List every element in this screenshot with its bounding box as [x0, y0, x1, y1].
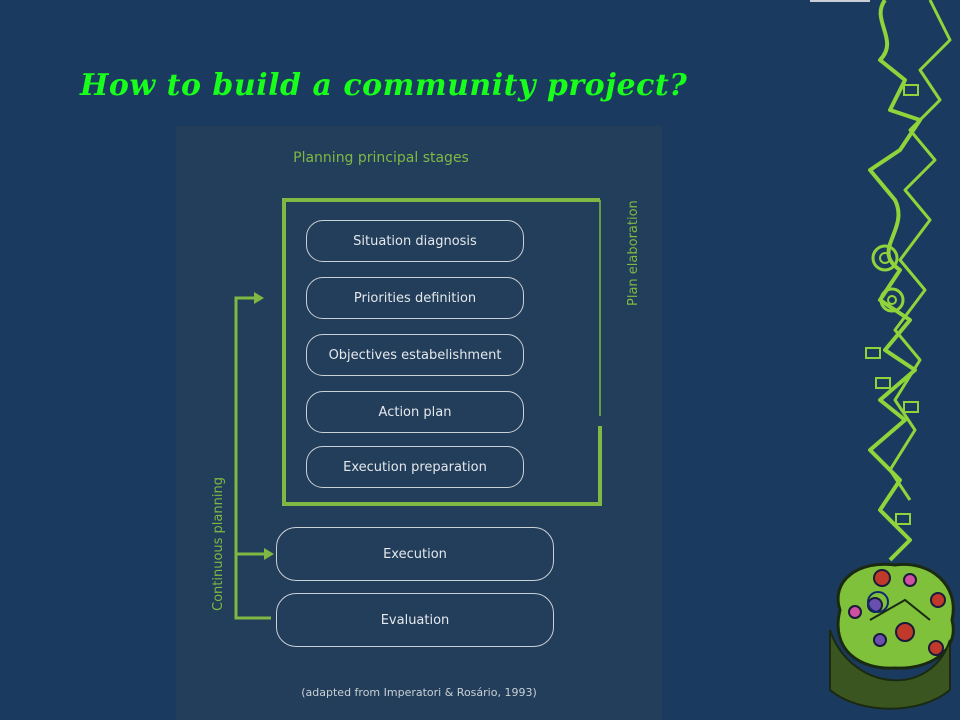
- loop-arrow-top: [254, 292, 264, 304]
- plan-frame: [282, 198, 602, 506]
- step-objectives: Objectives estabelishment: [306, 334, 524, 376]
- continuous-planning-label: Continuous planning: [211, 477, 226, 611]
- tree-icon: [829, 562, 955, 710]
- planning-diagram: Planning principal stages Situation diag…: [176, 126, 662, 720]
- step-execution-preparation: Execution preparation: [306, 446, 524, 488]
- source-citation: (adapted from Imperatori & Rosário, 1993…: [301, 686, 537, 699]
- stage-evaluation: Evaluation: [276, 593, 554, 647]
- loop-arrow-exec: [264, 548, 274, 560]
- spiral-icon: [871, 244, 899, 272]
- plan-elaboration-label: Plan elaboration: [626, 200, 641, 306]
- page-title: How to build a community project?: [80, 68, 688, 103]
- diagram-heading: Planning principal stages: [293, 150, 469, 166]
- step-action-plan: Action plan: [306, 391, 524, 433]
- diagram-lines: [234, 198, 602, 620]
- loop-line: [234, 296, 271, 620]
- step-priorities-definition: Priorities definition: [306, 277, 524, 319]
- stage-execution: Execution: [276, 527, 554, 581]
- decorative-border: [810, 0, 960, 720]
- step-situation-diagnosis: Situation diagnosis: [306, 220, 524, 262]
